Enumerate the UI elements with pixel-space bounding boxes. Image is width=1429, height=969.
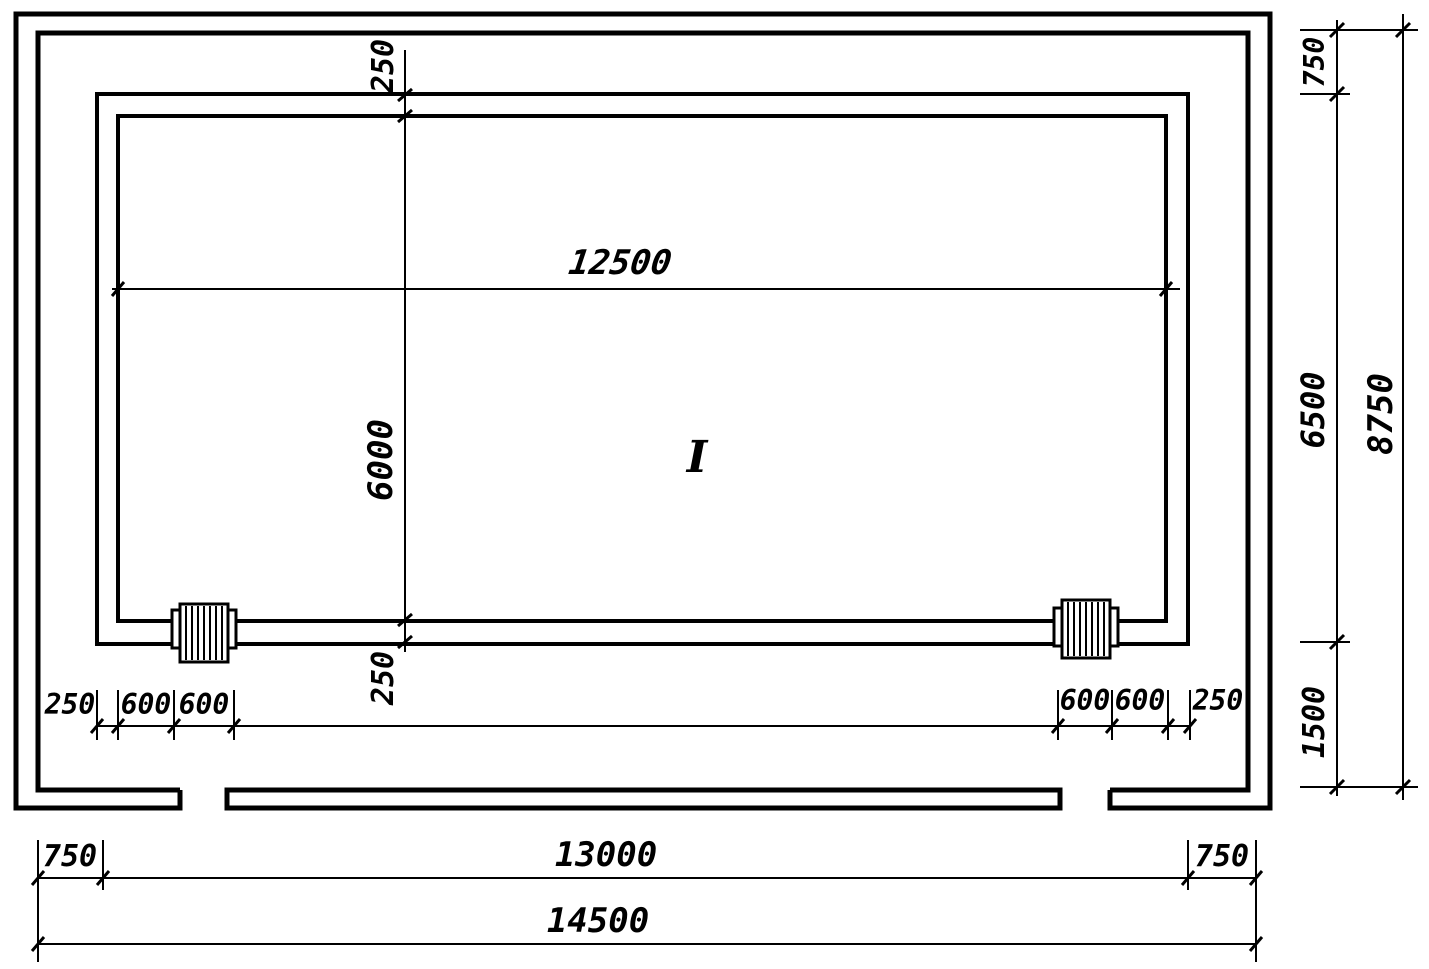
dim-inner-length: 12500 bbox=[110, 243, 1180, 297]
dim-text-outer-right: 750 bbox=[1195, 839, 1249, 874]
left-fitting bbox=[170, 602, 238, 664]
dim-text-bottom-left-seg-2: 600 bbox=[179, 688, 230, 721]
dim-text-right-top: 750 bbox=[1298, 37, 1331, 88]
dim-outer-horizontal: 750 13000 750 14500 bbox=[30, 835, 1264, 962]
dim-text-border-bottom: 250 bbox=[366, 651, 401, 706]
dim-text-bottom-right-margin: 250 bbox=[1192, 684, 1244, 717]
dim-text-inner-width: 6000 bbox=[361, 419, 401, 501]
dim-text-inner-length: 12500 bbox=[566, 243, 674, 283]
dim-text-overall-length: 14500 bbox=[547, 901, 649, 941]
dim-bottom-chain: 250 600 600 600 600 250 bbox=[44, 684, 1244, 740]
dim-text-overall-width: 8750 bbox=[1361, 373, 1401, 455]
dim-inner-width: 6000 250 250 bbox=[361, 39, 413, 706]
dim-right-vertical: 750 6500 1500 8750 bbox=[1294, 14, 1418, 800]
dim-text-bottom-left-margin: 250 bbox=[44, 688, 96, 721]
dim-text-outer-left: 750 bbox=[43, 839, 97, 874]
pool-outline bbox=[95, 92, 1190, 646]
dim-text-bottom-right-seg-2: 600 bbox=[1115, 684, 1166, 717]
dim-text-bottom-right-seg-1: 600 bbox=[1060, 684, 1111, 717]
dim-text-right-bottom: 1500 bbox=[1297, 686, 1332, 758]
dim-text-right-middle: 6500 bbox=[1294, 371, 1332, 448]
dim-text-outer-middle: 13000 bbox=[555, 835, 657, 875]
right-fitting bbox=[1052, 598, 1120, 660]
outer-wall bbox=[13, 11, 1273, 811]
room-label: I bbox=[685, 432, 709, 483]
dim-text-bottom-left-seg-1: 600 bbox=[121, 688, 172, 721]
dim-text-border-top: 250 bbox=[366, 39, 401, 94]
